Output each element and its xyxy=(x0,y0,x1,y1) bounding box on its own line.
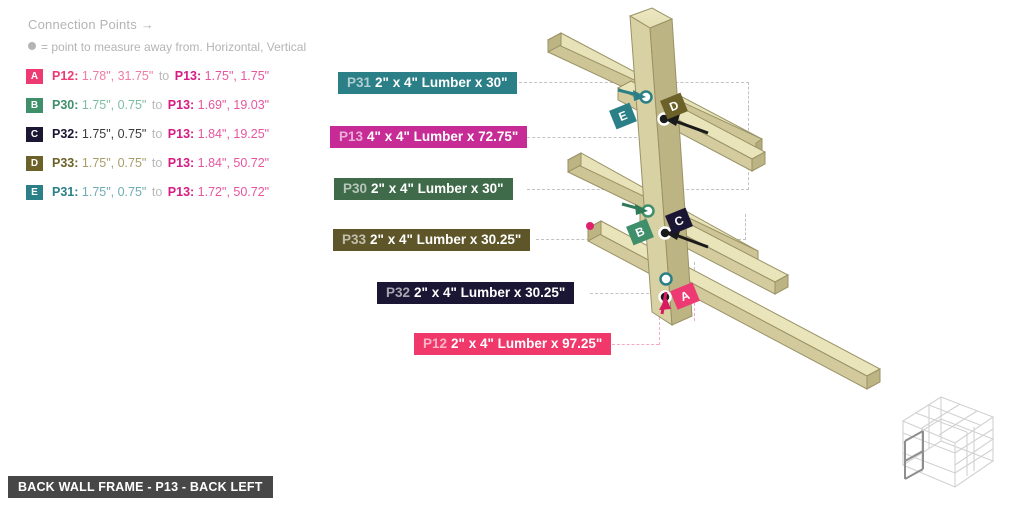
legend-badge-b: B xyxy=(26,98,43,113)
arrow-c xyxy=(672,232,709,249)
legend-row-e: E P31: 1.75", 0.75" to P13: 1.72", 50.72" xyxy=(26,184,269,201)
connection-points-legend: Connection Points → = point to measure a… xyxy=(0,0,330,220)
legend-row-c-dest-value: 1.84", 19.25" xyxy=(197,127,270,141)
arrow-a-head xyxy=(659,297,671,310)
legend-row-a: A P12: 1.78", 31.75" to P13: 1.75", 1.75" xyxy=(26,68,269,85)
legend-row-d-text: P33: 1.75", 0.75" to P13: 1.84", 50.72" xyxy=(52,156,269,170)
legend-badge-c: C xyxy=(26,127,43,142)
callout-p13-code: P13 xyxy=(339,129,364,144)
legend-row-a-source: P12: xyxy=(52,69,79,83)
legend-row-b-to: to xyxy=(151,98,163,112)
reference-dot-pink xyxy=(586,222,594,230)
measure-point-dot-icon xyxy=(28,42,36,50)
legend-row-a-text: P12: 1.78", 31.75" to P13: 1.75", 1.75" xyxy=(52,69,269,83)
legend-row-a-dest-value: 1.75", 1.75" xyxy=(204,69,270,83)
legend-row-c: C P32: 1.75", 0.75" to P13: 1.84", 19.25" xyxy=(26,126,269,143)
legend-row-e-dest: P13: xyxy=(167,185,195,199)
legend-badge-e: E xyxy=(26,185,43,200)
callout-p32-text: 2" x 4" Lumber x 30.25" xyxy=(414,285,566,300)
legend-row-d-to: to xyxy=(151,156,163,170)
leader-line-p31-drop xyxy=(748,82,749,108)
callout-p32-code: P32 xyxy=(386,285,411,300)
legend-row-b-dest-value: 1.69", 19.03" xyxy=(197,98,270,112)
legend-row-d-source-value: 1.75", 0.75" xyxy=(81,156,147,170)
callout-p30-text: 2" x 4" Lumber x 30" xyxy=(371,181,504,196)
callout-p12-code: P12 xyxy=(423,336,448,351)
arrow-e-head xyxy=(633,90,646,101)
legend-row-c-source-value: 1.75", 0.75" xyxy=(81,127,147,141)
lumber-frame-3d-view[interactable] xyxy=(500,0,900,470)
legend-row-b: B P30: 1.75", 0.75" to P13: 1.69", 19.03" xyxy=(26,97,269,114)
legend-row-e-source: P31: xyxy=(52,185,79,199)
assembly-overview-thumbnail[interactable] xyxy=(893,383,1003,488)
leader-line-p12-marker xyxy=(694,293,695,321)
legend-row-d-dest: P13: xyxy=(167,156,195,170)
connection-dot-a-top xyxy=(659,272,673,286)
arrow-b-head xyxy=(635,204,648,215)
callout-p33-text: 2" x 4" Lumber x 30.25" xyxy=(370,232,522,247)
legend-row-a-source-value: 1.78", 31.75" xyxy=(81,69,154,83)
legend-row-b-text: P30: 1.75", 0.75" to P13: 1.69", 19.03" xyxy=(52,98,269,112)
leader-line-p12-riser xyxy=(659,292,660,345)
leader-line-p13 xyxy=(522,137,642,138)
legend-row-c-to: to xyxy=(151,127,163,141)
legend-row-e-to: to xyxy=(151,185,163,199)
assembly-overview-svg xyxy=(901,396,995,488)
leader-line-p33-riser xyxy=(745,214,746,240)
legend-row-e-source-value: 1.75", 0.75" xyxy=(81,185,147,199)
legend-row-e-text: P31: 1.75", 0.75" to P13: 1.72", 50.72" xyxy=(52,185,269,199)
legend-row-d-dest-value: 1.84", 50.72" xyxy=(197,156,270,170)
legend-row-a-to: to xyxy=(158,69,170,83)
arrow-d-head xyxy=(664,114,680,126)
view-title-bar: BACK WALL FRAME - P13 - BACK LEFT xyxy=(8,476,273,498)
legend-badge-d: D xyxy=(26,156,43,171)
highlighted-section xyxy=(904,430,924,480)
legend-row-d: D P33: 1.75", 0.75" to P13: 1.84", 50.72" xyxy=(26,155,269,172)
callout-p12-text: 2" x 4" Lumber x 97.25" xyxy=(451,336,603,351)
legend-subtitle-text: = point to measure away from. Horizontal… xyxy=(41,40,307,54)
legend-row-b-dest: P13: xyxy=(167,98,195,112)
legend-badge-a: A xyxy=(26,69,43,84)
callout-p13-text: 4" x 4" Lumber x 72.75" xyxy=(367,129,519,144)
legend-row-b-source: P30: xyxy=(52,98,79,112)
legend-title: Connection Points → xyxy=(28,17,154,32)
callout-p31-text: 2" x 4" Lumber x 30" xyxy=(375,75,508,90)
legend-row-d-source: P33: xyxy=(52,156,79,170)
legend-row-e-dest-value: 1.72", 50.72" xyxy=(197,185,270,199)
legend-row-c-text: P32: 1.75", 0.75" to P13: 1.84", 19.25" xyxy=(52,127,269,141)
leader-line-p32 xyxy=(590,293,695,294)
legend-row-b-source-value: 1.75", 0.75" xyxy=(81,98,147,112)
callout-p31-code: P31 xyxy=(347,75,372,90)
legend-subtitle: = point to measure away from. Horizontal… xyxy=(28,40,306,54)
callout-p33-code: P33 xyxy=(342,232,367,247)
arrow-d xyxy=(671,118,709,135)
frame-assembly-svg xyxy=(546,7,882,390)
callout-p30-code: P30 xyxy=(343,181,368,196)
legend-row-c-dest: P13: xyxy=(167,127,195,141)
legend-row-a-dest: P13: xyxy=(174,69,202,83)
legend-row-c-source: P32: xyxy=(52,127,79,141)
leader-line-p12 xyxy=(612,344,659,345)
